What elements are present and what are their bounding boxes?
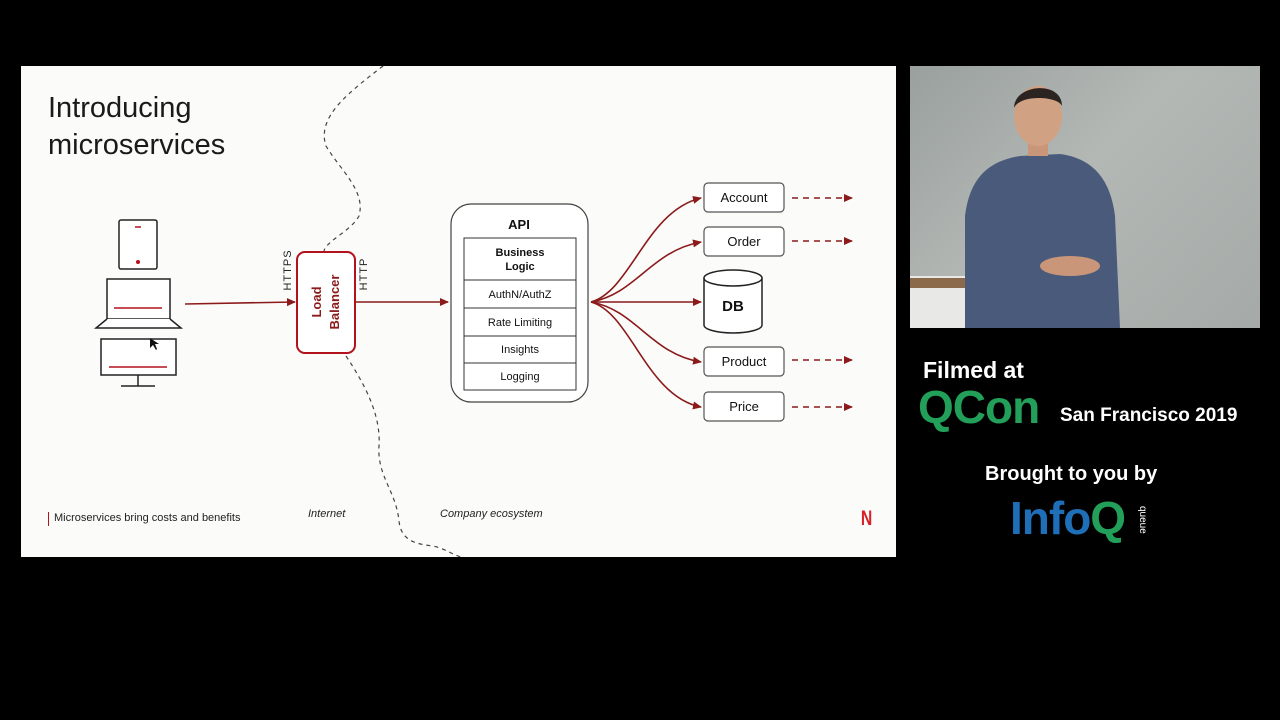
qcon-logo: QCon xyxy=(918,381,1040,433)
api-title: API xyxy=(508,217,530,232)
service-account: Account xyxy=(703,182,853,213)
api-gateway-box: API Business Logic AuthN/AuthZ Rate Limi… xyxy=(450,203,589,403)
filmed-at-label: Filmed at xyxy=(923,357,1024,383)
infoq-logo-info: Info xyxy=(1010,492,1091,544)
load-balancer-box: Load Balancer xyxy=(296,251,356,354)
arrow-to-price xyxy=(590,301,702,410)
infoq-logo-q: Q xyxy=(1090,492,1126,544)
arrow-to-account xyxy=(590,195,702,303)
network-boundary-line xyxy=(323,66,462,557)
phone-icon xyxy=(118,219,158,270)
client-to-lb-arrow xyxy=(184,298,296,307)
infoq-logo: InfoQ xyxy=(1010,491,1126,545)
speaker-figure xyxy=(910,86,1120,328)
api-layer-logic: Logic xyxy=(505,261,534,273)
api-layer-insights: Insights xyxy=(501,344,539,356)
netflix-logo: N xyxy=(860,507,873,530)
api-layer-rate-limiting: Rate Limiting xyxy=(488,317,552,329)
service-order-label: Order xyxy=(727,234,761,249)
service-product-label: Product xyxy=(722,354,767,369)
infoq-queue-label: queue xyxy=(1137,506,1148,534)
service-price-label: Price xyxy=(729,399,759,414)
arrow-to-order xyxy=(590,239,702,303)
architecture-diagram: Load Balancer HTTPS HTTP API Business Lo… xyxy=(93,66,853,557)
database-label: DB xyxy=(722,298,744,315)
laptop-icon xyxy=(93,278,184,329)
service-price: Price xyxy=(703,391,853,422)
load-balancer-line2: Balancer xyxy=(327,275,342,330)
zone-label-company: Company ecosystem xyxy=(440,508,543,520)
desktop-monitor-icon xyxy=(100,338,177,387)
slide: Load Balancer HTTPS HTTP API Business Lo… xyxy=(21,66,896,557)
database-cylinder: DB xyxy=(703,269,763,334)
api-layer-authn-authz: AuthN/AuthZ xyxy=(489,289,552,301)
api-layer-business: Business xyxy=(496,247,545,259)
brought-to-you-label: Brought to you by xyxy=(985,463,1158,485)
footer-accent-bar xyxy=(48,512,49,526)
event-name: San Francisco 2019 xyxy=(1060,405,1238,426)
load-balancer-line1: Load xyxy=(309,286,324,317)
speaker-video xyxy=(910,66,1260,328)
service-account-label: Account xyxy=(721,190,768,205)
slide-title-line1: Introducing xyxy=(48,92,192,124)
slide-title-line2: microservices xyxy=(48,129,226,161)
api-layer-logging: Logging xyxy=(500,371,539,383)
mouse-cursor-icon xyxy=(150,338,159,350)
service-product: Product xyxy=(703,346,853,377)
zone-label-internet: Internet xyxy=(308,508,346,520)
slide-footer: Microservices bring costs and benefits xyxy=(54,512,241,524)
api-fanout-arrows xyxy=(590,195,702,410)
slide-title: Introducing microservices xyxy=(48,90,225,164)
arrow-to-product xyxy=(590,301,702,365)
https-label: HTTPS xyxy=(282,249,294,290)
http-label: HTTP xyxy=(358,258,370,291)
service-order: Order xyxy=(703,226,853,257)
